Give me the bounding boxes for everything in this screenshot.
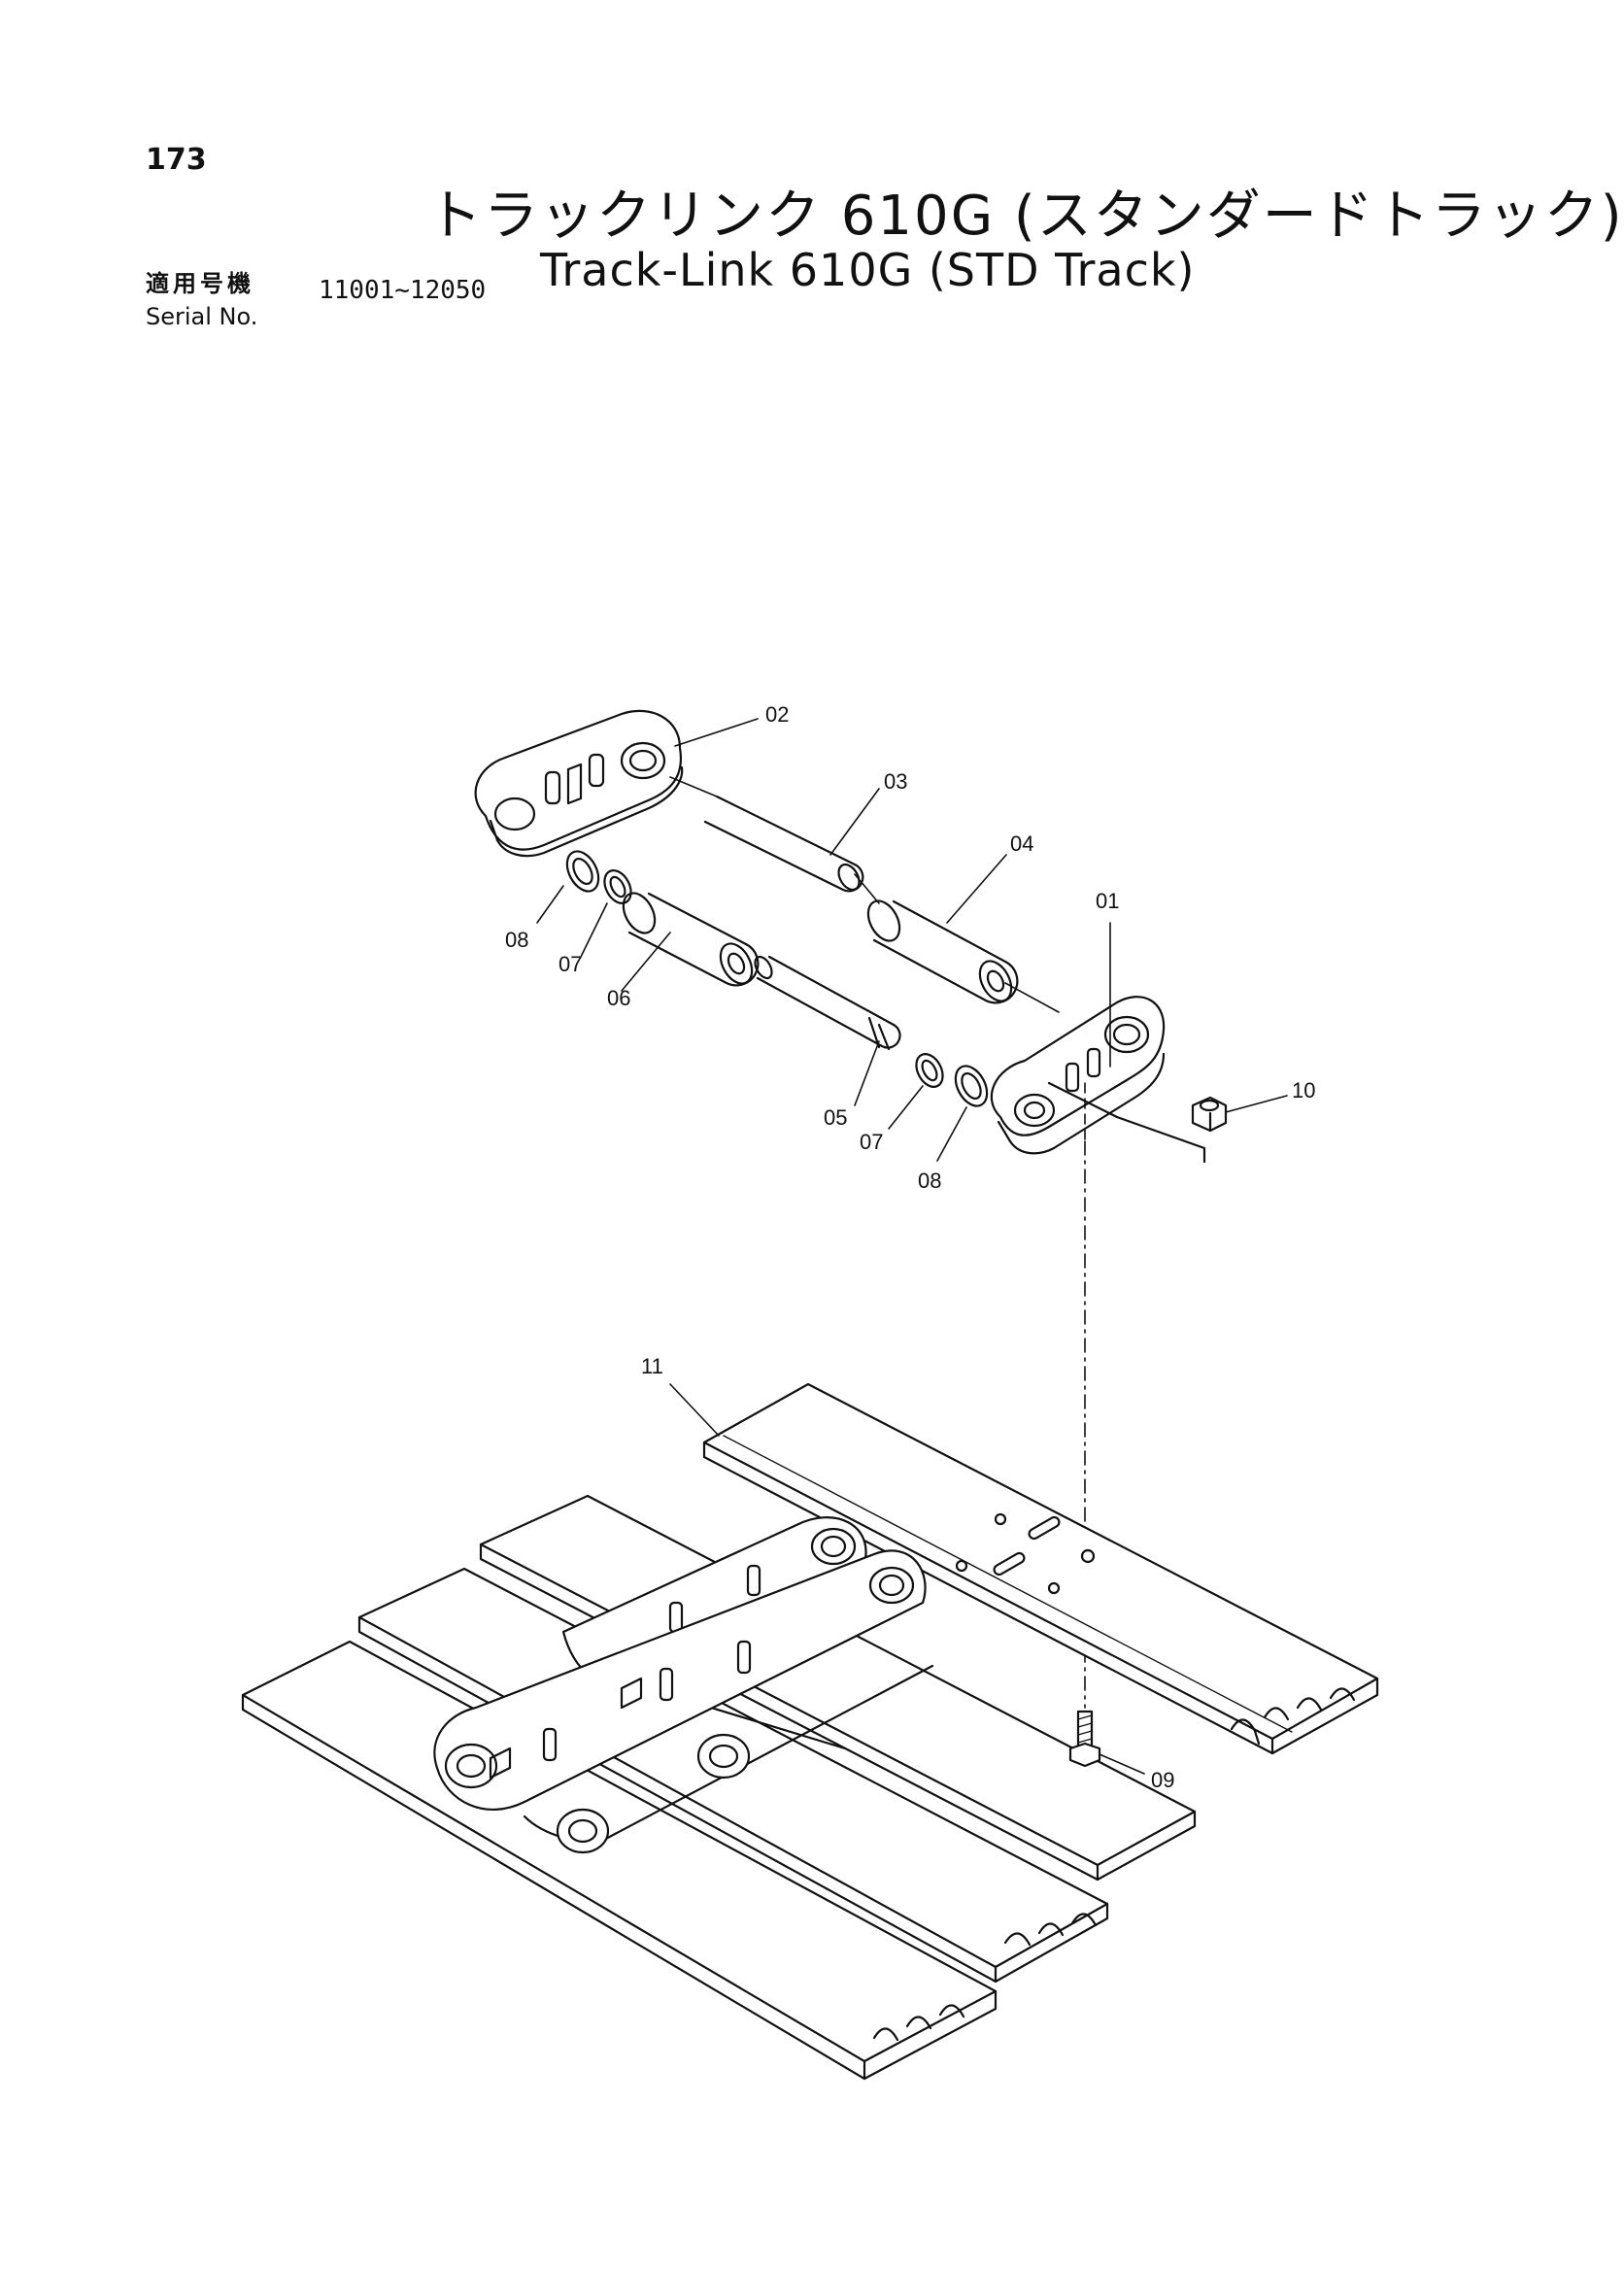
part-label-03: 03 — [884, 769, 907, 794]
part-label-01: 01 — [1096, 889, 1119, 913]
serial-number-range: 11001~12050 — [319, 276, 487, 305]
part-label-08-right: 08 — [918, 1169, 941, 1193]
seal-ring-left — [565, 850, 632, 904]
leader-lines — [536, 718, 1288, 1775]
track-link-left-part — [474, 709, 684, 858]
page-number: 173 — [146, 143, 207, 177]
bushing-part — [866, 899, 1019, 1004]
part-label-11: 11 — [641, 1354, 663, 1378]
track-pin-part — [703, 795, 864, 893]
track-shoe-part — [702, 1382, 1379, 1755]
part-label-06: 06 — [607, 986, 630, 1010]
bolt-part — [1068, 1710, 1101, 1768]
page-title-japanese: トラックリンク 610G (スタンダードトラック) — [427, 185, 1624, 248]
part-label-09: 09 — [1151, 1768, 1174, 1792]
part-label-08-left: 08 — [505, 928, 528, 952]
track-shoe-row-4 — [241, 1640, 998, 2081]
part-label-07-left: 07 — [558, 952, 582, 976]
part-label-10: 10 — [1292, 1078, 1315, 1102]
assembled-link-chain-front — [433, 1549, 934, 1854]
part-label-07-right: 07 — [860, 1130, 883, 1154]
track-link-right-part — [990, 996, 1206, 1164]
serial-label-english: Serial No. — [146, 303, 258, 330]
master-pin-part — [754, 955, 901, 1051]
page-title-english: Track-Link 610G (STD Track) — [540, 244, 1196, 296]
nut-part — [1191, 1096, 1228, 1133]
serial-label-japanese: 適用号機 — [146, 270, 254, 297]
part-label-02: 02 — [765, 702, 789, 727]
seal-ring-right — [915, 1053, 989, 1107]
part-label-05: 05 — [824, 1105, 847, 1130]
bushing-part-06 — [622, 892, 760, 987]
part-label-04: 04 — [1010, 831, 1033, 856]
